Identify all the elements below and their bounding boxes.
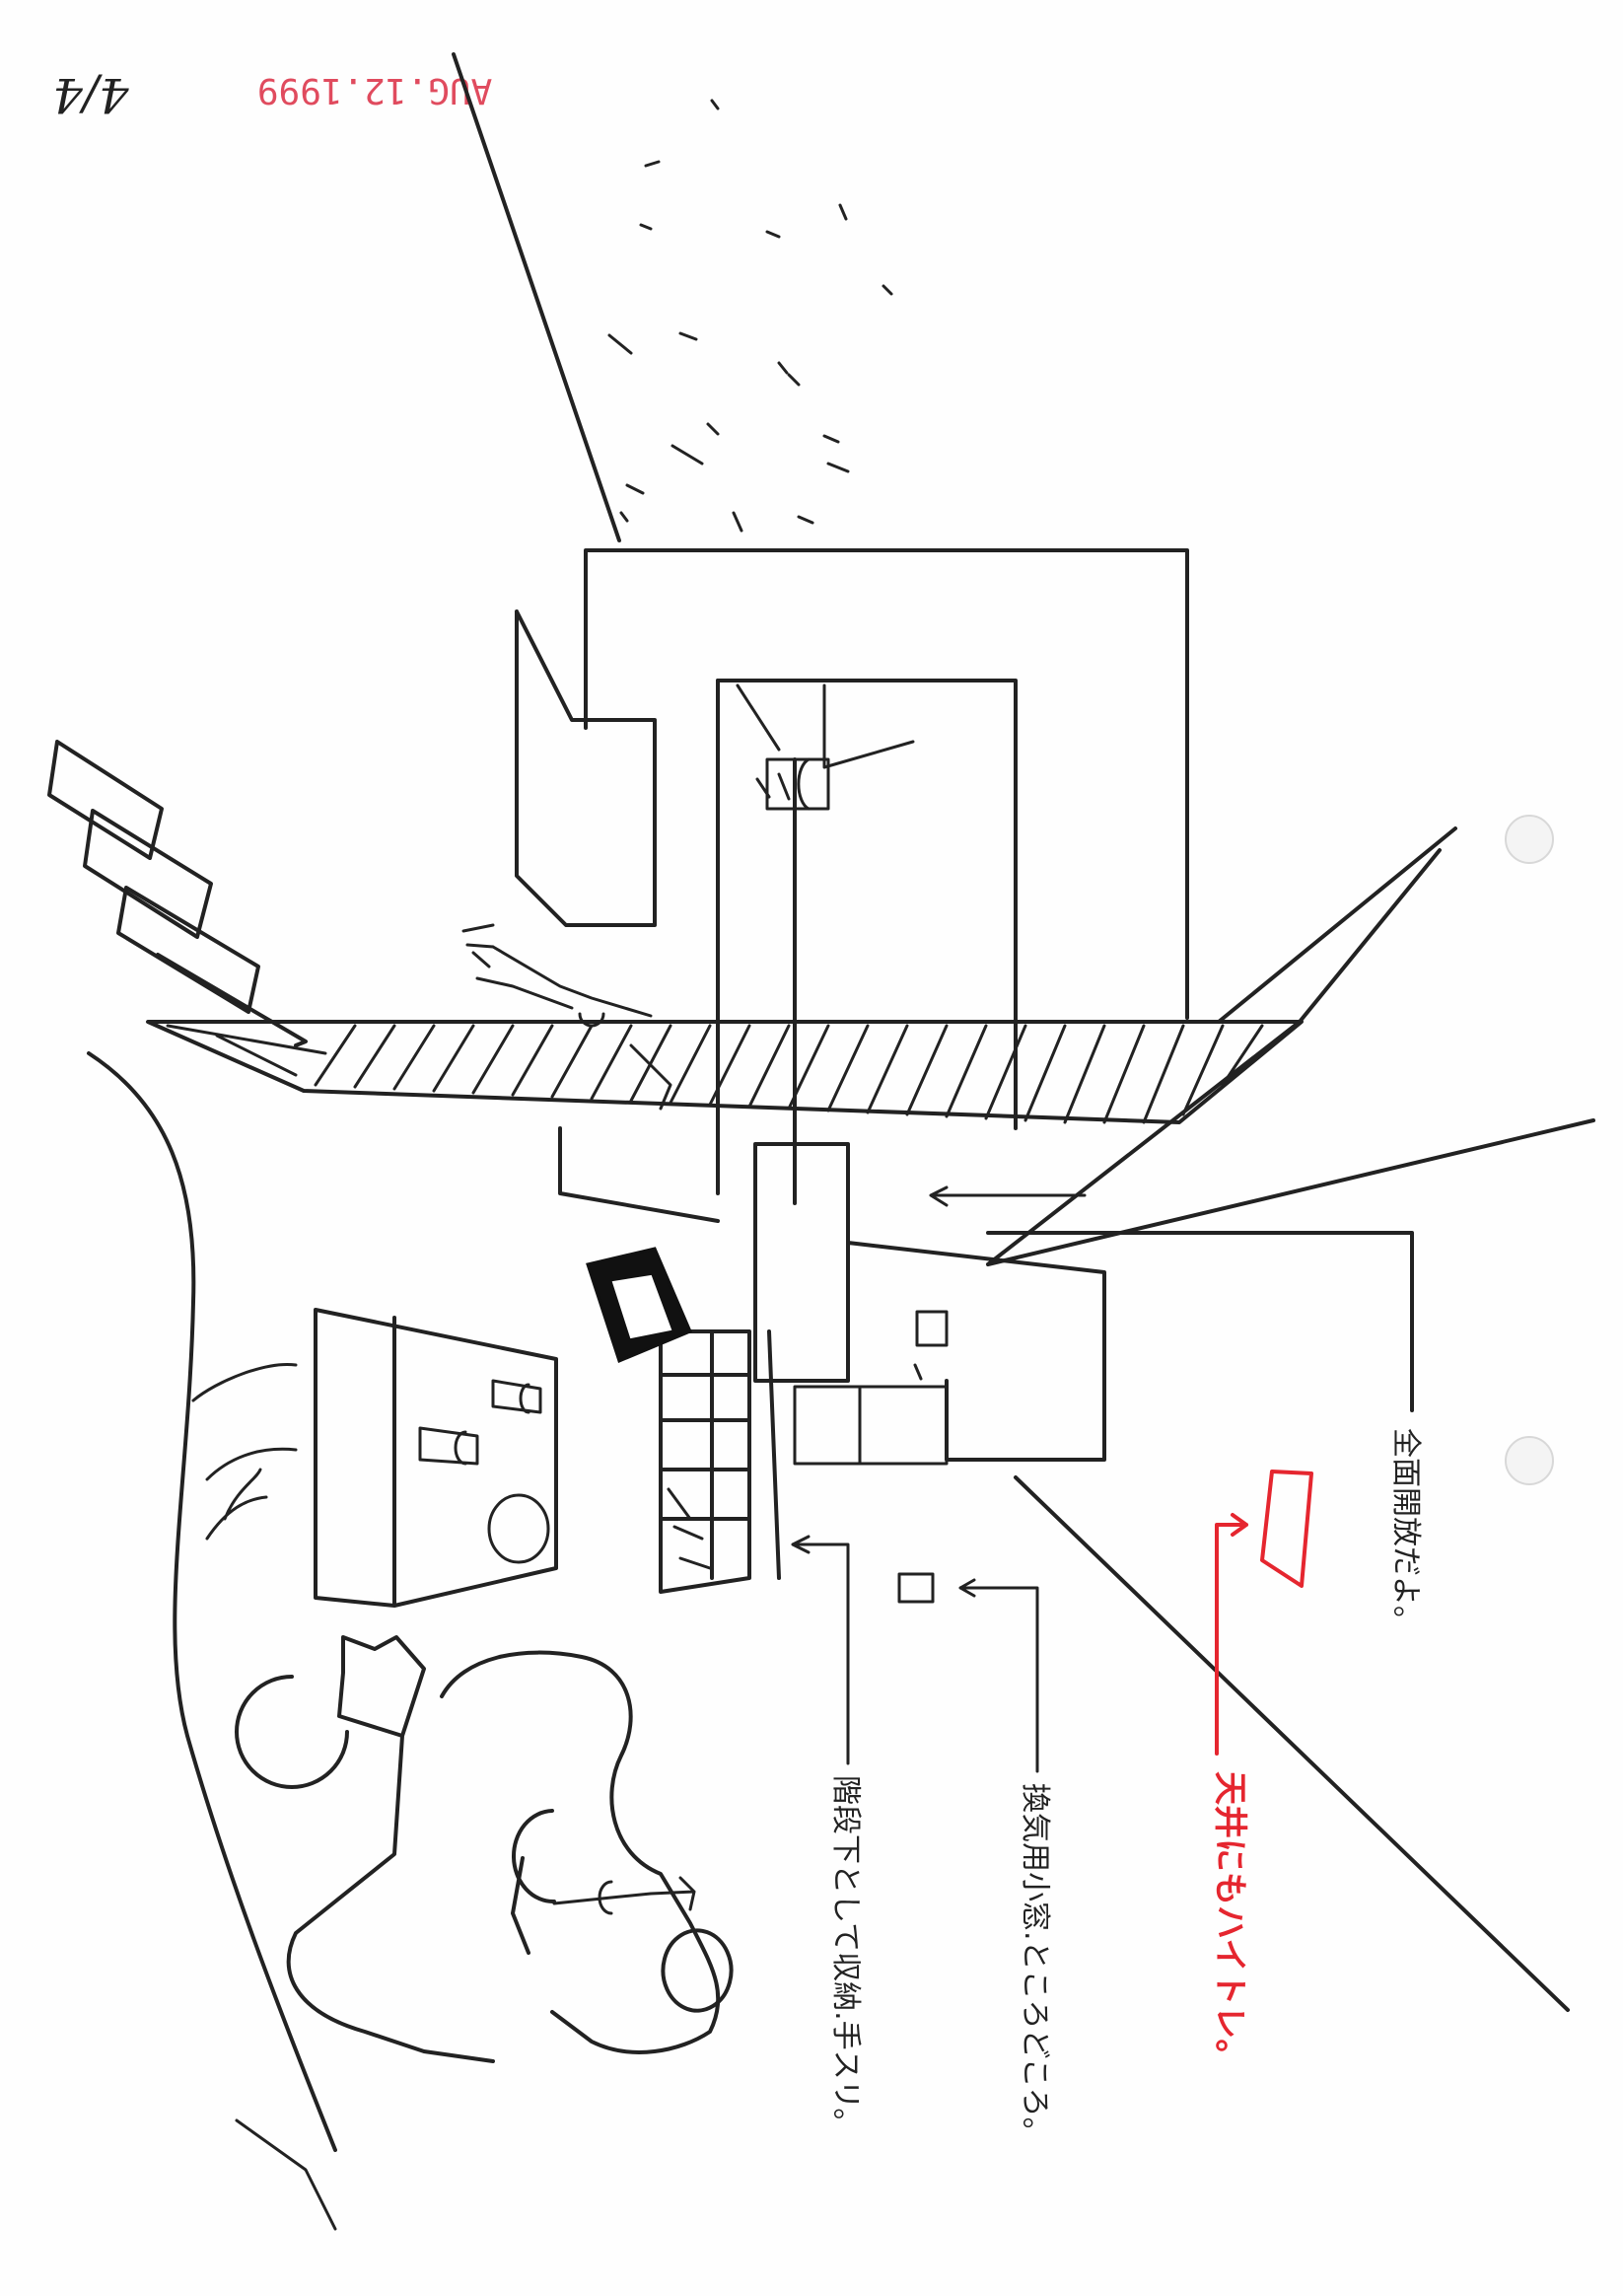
stair-unit	[659, 1329, 781, 1594]
left-curved-wall	[87, 1051, 337, 2152]
black-window-pane	[611, 1274, 672, 1339]
slab-underside-lines	[166, 1024, 327, 1077]
barrel-element	[765, 757, 830, 811]
note-ceiling-light-group: 天井にもハイトレ。	[1210, 1771, 1249, 2072]
floor-slab-hatch	[314, 1024, 1264, 1124]
seated-figure-head	[511, 1809, 556, 1955]
red-skylight-symbol	[1260, 1470, 1313, 1588]
right-roof-lines	[986, 826, 1595, 1266]
roof-diagonal-line	[452, 52, 621, 542]
counter-block	[793, 1385, 949, 1466]
inner-column	[716, 679, 797, 1205]
seated-figure-body	[440, 1650, 721, 2054]
note-stair-storage: 階段下として収納.手スリ。	[828, 1775, 863, 2137]
upper-figure	[461, 923, 672, 1111]
red-leader	[1215, 1513, 1248, 1756]
small-window-lower	[897, 1572, 935, 1604]
note-full-wall-group: 全面開放だよ。	[1388, 1428, 1423, 1635]
note-full-wall: 全面開放だよ。	[1388, 1428, 1423, 1635]
stair-detail-top	[736, 683, 915, 801]
upper-volume	[584, 548, 1189, 1130]
seated-figure-arm	[552, 1876, 696, 1915]
sky-dashes	[607, 99, 893, 533]
wall-with-arrow	[986, 1231, 1414, 1412]
note-ceiling-light: 天井にもハイトレ。	[1210, 1771, 1249, 2072]
small-window-upper	[913, 1310, 949, 1381]
binder-hole-upper	[1505, 815, 1554, 864]
upper-left-wing	[515, 610, 657, 927]
date-stamp-group: AUG.12.1999	[257, 70, 492, 110]
leader-vent-window	[958, 1578, 1039, 1773]
round-table	[661, 1928, 734, 2013]
cabinet-block	[314, 1308, 558, 1608]
arrow-to-wall	[929, 1185, 1087, 1207]
page-number-group: 4/4	[52, 67, 129, 122]
floor-slab-outline	[146, 1020, 1304, 1124]
note-stair-storage-group: 階段下として収納.手スリ。	[828, 1775, 863, 2137]
binder-hole-lower	[1505, 1436, 1554, 1485]
cabinet-cylinders	[418, 1379, 550, 1564]
lower-left-shelf	[235, 2118, 337, 2231]
note-vent-window: 換気用小窓.ところどころ。	[1018, 1783, 1052, 2147]
page-number: 4/4	[52, 67, 129, 122]
skylight-panels	[47, 740, 308, 1047]
seated-figure-left	[235, 1635, 495, 2063]
leader-stair-storage	[791, 1535, 850, 1765]
plant-leaves	[191, 1362, 298, 1541]
note-vent-window-group: 換気用小窓.ところどころ。	[1018, 1783, 1052, 2147]
stair-detail-lines	[667, 1487, 712, 1570]
floor-diagonal-line	[1014, 1475, 1570, 2012]
date-stamp: AUG.12.1999	[257, 70, 492, 110]
